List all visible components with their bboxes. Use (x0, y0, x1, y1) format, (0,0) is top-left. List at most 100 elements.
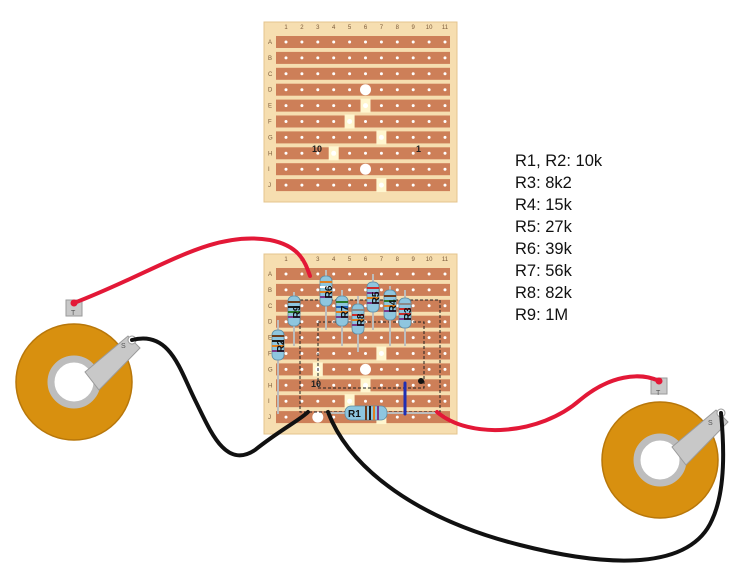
copper-strip (276, 115, 450, 128)
strip-hole (332, 120, 336, 123)
strip-hole (411, 120, 415, 123)
strip-hole (379, 383, 383, 387)
strip-hole (300, 72, 304, 76)
column-label: 4 (332, 257, 336, 263)
color-band (320, 296, 332, 298)
strip-hole (411, 415, 415, 419)
row-label: F (268, 352, 272, 358)
strip-hole (395, 415, 399, 419)
row-label: D (268, 320, 273, 326)
strip-hole (443, 151, 447, 155)
strip-hole (332, 367, 336, 371)
strip-hole (443, 135, 447, 139)
column-label: 3 (316, 25, 320, 31)
strip-hole (316, 88, 320, 92)
strip-hole (348, 336, 352, 340)
resistor-r4: R4 (383, 289, 399, 321)
column-label: 10 (426, 25, 433, 31)
resistor-label: R3 (403, 307, 414, 320)
strip-hole (332, 40, 336, 44)
row-label: E (268, 104, 272, 110)
strip-hole (411, 336, 415, 340)
right-pot: T S (601, 377, 729, 519)
strip-hole (443, 320, 447, 324)
strip-hole (332, 183, 336, 187)
left-pot-shaft (47, 355, 101, 409)
strip-hole (300, 336, 304, 340)
column-label: 1 (284, 25, 288, 31)
strip-hole (379, 304, 383, 308)
copper-strip (276, 36, 450, 48)
color-band (336, 306, 348, 308)
row-label: A (268, 40, 272, 46)
color-band (399, 303, 411, 305)
strip-hole (332, 336, 336, 340)
strip-hole (316, 135, 320, 139)
color-band (384, 295, 396, 297)
strip-hole (364, 120, 367, 123)
strip-hole (284, 383, 288, 387)
strip-hole (443, 120, 447, 123)
strip-hole (332, 415, 336, 419)
strip-hole (411, 56, 415, 60)
strip-hole (427, 352, 431, 355)
color-band (288, 316, 300, 318)
strip-hole (443, 56, 447, 60)
strip-hole (411, 72, 415, 76)
resistor-r6: R6 (319, 275, 335, 307)
mounting-hole (360, 163, 371, 175)
strip-hole (284, 336, 288, 340)
strip-hole (284, 272, 288, 276)
strip-hole (364, 183, 367, 187)
column-label: 11 (442, 25, 449, 31)
strip-hole (443, 104, 447, 108)
right-pot-sleeve-lug (671, 409, 729, 466)
legend-entry: R3: 8k2 (515, 174, 572, 192)
column-label: 5 (348, 25, 352, 31)
legend-entry: R1, R2: 10k (515, 152, 603, 170)
strip-hole (332, 304, 336, 308)
color-band (320, 291, 332, 293)
strip-hole (348, 288, 352, 292)
strip-hole (379, 56, 383, 60)
color-band (352, 319, 364, 321)
row-label: H (268, 383, 272, 389)
bottom-marker-left: 10 (311, 379, 321, 389)
right-pot-tip-lug (650, 377, 668, 395)
strip-hole (379, 288, 383, 292)
track-cut-hole (378, 182, 384, 188)
strip-hole (332, 272, 336, 276)
strip-hole (316, 304, 320, 308)
color-band (272, 335, 284, 337)
strip-hole (395, 120, 399, 123)
track-cut-hole (378, 134, 384, 140)
strip-hole (427, 167, 431, 171)
strip-hole (316, 336, 320, 340)
color-band (399, 318, 411, 320)
strip-hole (427, 135, 431, 139)
strip-hole (443, 399, 447, 403)
strip-hole (316, 151, 320, 155)
strip-hole (300, 183, 304, 187)
strip-hole (427, 88, 431, 92)
strip-hole (379, 367, 383, 371)
strip-hole (379, 88, 383, 92)
strip-hole (427, 56, 431, 60)
strip-hole (284, 288, 288, 292)
strip-hole (364, 288, 367, 292)
color-band (367, 302, 379, 304)
strip-hole (284, 56, 288, 60)
column-label: 2 (300, 25, 304, 31)
strip-hole (300, 367, 304, 371)
strip-hole (300, 383, 304, 387)
column-label: 7 (380, 257, 384, 263)
mounting-hole (360, 363, 371, 375)
resistor-r8: R8 (351, 303, 367, 335)
strip-hole (395, 383, 399, 387)
column-label: 6 (364, 25, 368, 31)
strip-hole (300, 304, 304, 308)
column-label: 11 (442, 257, 449, 263)
strip-hole (284, 167, 288, 171)
strip-hole (300, 120, 304, 123)
